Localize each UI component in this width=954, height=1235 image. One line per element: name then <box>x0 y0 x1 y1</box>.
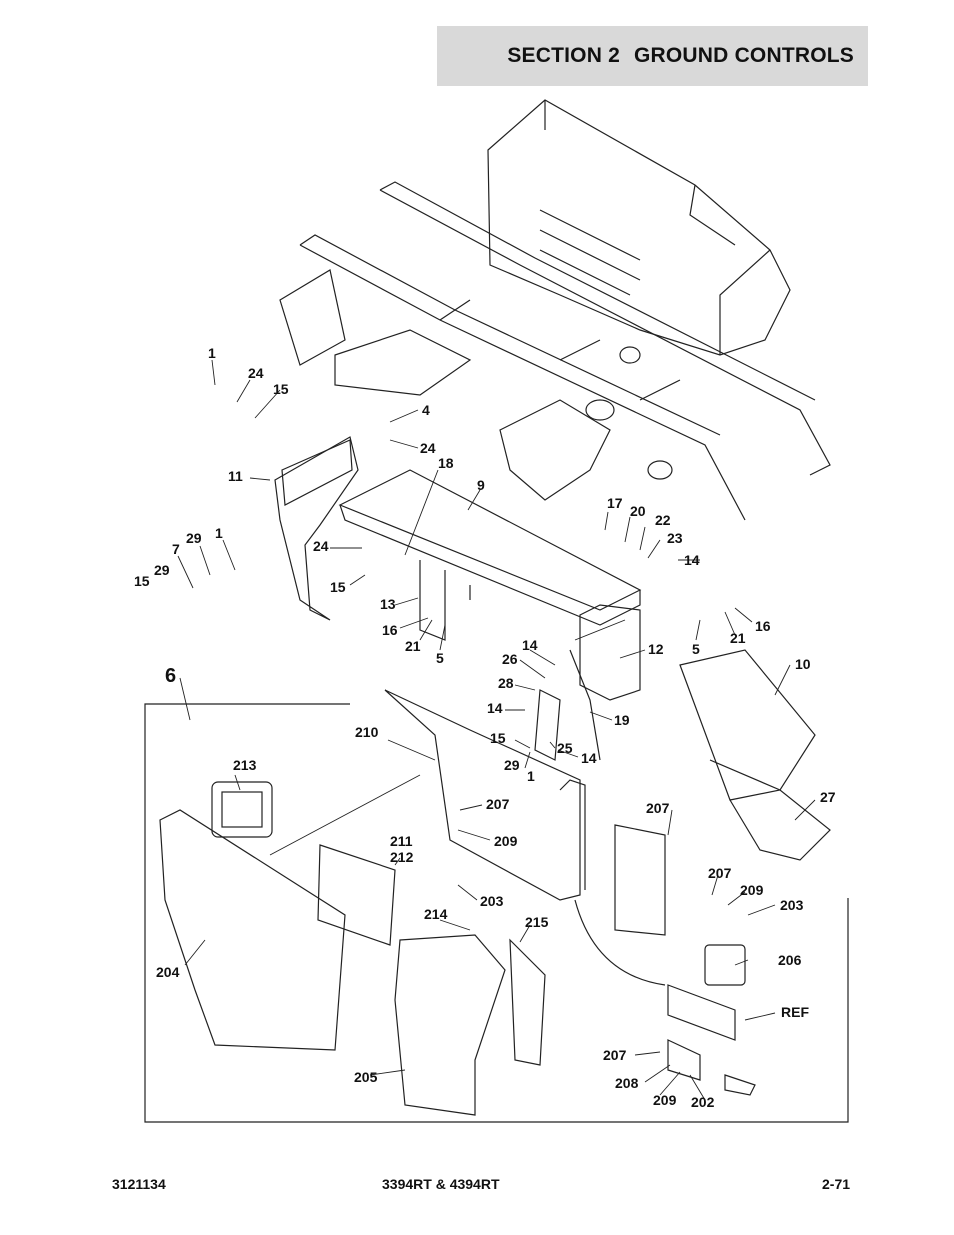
mounting-plate <box>338 469 642 611</box>
callout: 209 <box>653 1092 677 1108</box>
callout: 4 <box>422 402 430 418</box>
step-plate <box>667 984 736 1041</box>
chassis-rail-right <box>379 181 831 476</box>
callout: 27 <box>820 789 836 805</box>
callout: 26 <box>502 651 518 667</box>
callout: 14 <box>581 750 597 766</box>
callout: 203 <box>780 897 804 913</box>
callout: 9 <box>477 477 485 493</box>
callout: 5 <box>436 650 444 666</box>
callout: 29 <box>504 757 520 773</box>
callout: 207 <box>603 1047 627 1063</box>
callout: 19 <box>614 712 630 728</box>
control-rod <box>569 649 601 761</box>
callout: 14 <box>522 637 538 653</box>
callout: 1 <box>527 768 535 784</box>
callout: 15 <box>330 579 346 595</box>
callout: 15 <box>273 381 289 397</box>
callout: 10 <box>795 656 811 672</box>
callout: 13 <box>380 596 396 612</box>
callout: 215 <box>525 914 549 930</box>
callout: 16 <box>755 618 771 634</box>
engine-cover <box>487 99 791 356</box>
callout: 206 <box>778 952 802 968</box>
callout: 29 <box>154 562 170 578</box>
callout: 207 <box>646 800 670 816</box>
callout: 21 <box>405 638 421 654</box>
callout: 5 <box>692 641 700 657</box>
callout: 11 <box>228 468 243 484</box>
callout-group-number: 6 <box>165 665 176 687</box>
callout: 22 <box>655 512 671 528</box>
grille-panel <box>274 436 359 621</box>
callout: 24 <box>313 538 329 554</box>
callout: 212 <box>390 849 414 865</box>
callout: 210 <box>355 724 379 740</box>
callout: 208 <box>615 1075 639 1091</box>
callout: 202 <box>691 1094 715 1110</box>
callout: 24 <box>420 440 436 456</box>
callout: 14 <box>684 552 700 568</box>
callout: 7 <box>172 541 180 557</box>
front-door <box>159 809 346 1051</box>
callout: 207 <box>486 796 510 812</box>
section-number: SECTION 2 <box>507 44 620 67</box>
callout-labels: 1 24 15 4 24 18 9 11 29 1 7 24 15 29 15 … <box>134 345 836 1110</box>
group-box-outline <box>144 703 849 1123</box>
callout: 213 <box>233 757 257 773</box>
section-header: SECTION 2 GROUND CONTROLS <box>437 26 868 86</box>
callout: 18 <box>438 455 454 471</box>
callout: REF <box>781 1004 809 1020</box>
callout: 214 <box>424 906 448 922</box>
callout: 209 <box>494 833 518 849</box>
callout: 1 <box>215 525 223 541</box>
callout: 24 <box>248 365 264 381</box>
panel-frame <box>384 689 581 901</box>
window-frame <box>211 781 273 838</box>
callout: 204 <box>156 964 180 980</box>
callout: 16 <box>382 622 398 638</box>
section-title: GROUND CONTROLS <box>634 44 854 67</box>
footer-doc-number: 3121134 <box>112 1176 166 1192</box>
callout: 1 <box>208 345 216 361</box>
side-cover <box>679 649 816 801</box>
callout: 15 <box>490 730 506 746</box>
callout: 29 <box>186 530 202 546</box>
grab-handle <box>614 824 666 936</box>
panel-insert <box>317 844 396 946</box>
lower-guard <box>394 934 506 1116</box>
callout: 17 <box>607 495 623 511</box>
callout: 203 <box>480 893 504 909</box>
callout: 20 <box>630 503 646 519</box>
callout: 209 <box>740 882 764 898</box>
callout: 21 <box>730 630 746 646</box>
callout: 15 <box>134 573 150 589</box>
callout: 14 <box>487 700 503 716</box>
footer-model: 3394RT & 4394RT <box>382 1176 500 1192</box>
footer-page-number: 2-71 <box>822 1176 851 1192</box>
callout: 205 <box>354 1069 378 1085</box>
callout: 207 <box>708 865 732 881</box>
callout: 211 <box>390 833 413 849</box>
handle-bracket <box>704 944 746 986</box>
callout: 12 <box>648 641 664 657</box>
callout: 28 <box>498 675 514 691</box>
callout: 23 <box>667 530 683 546</box>
callout: 25 <box>557 740 573 756</box>
chassis-rail-left <box>299 234 746 521</box>
